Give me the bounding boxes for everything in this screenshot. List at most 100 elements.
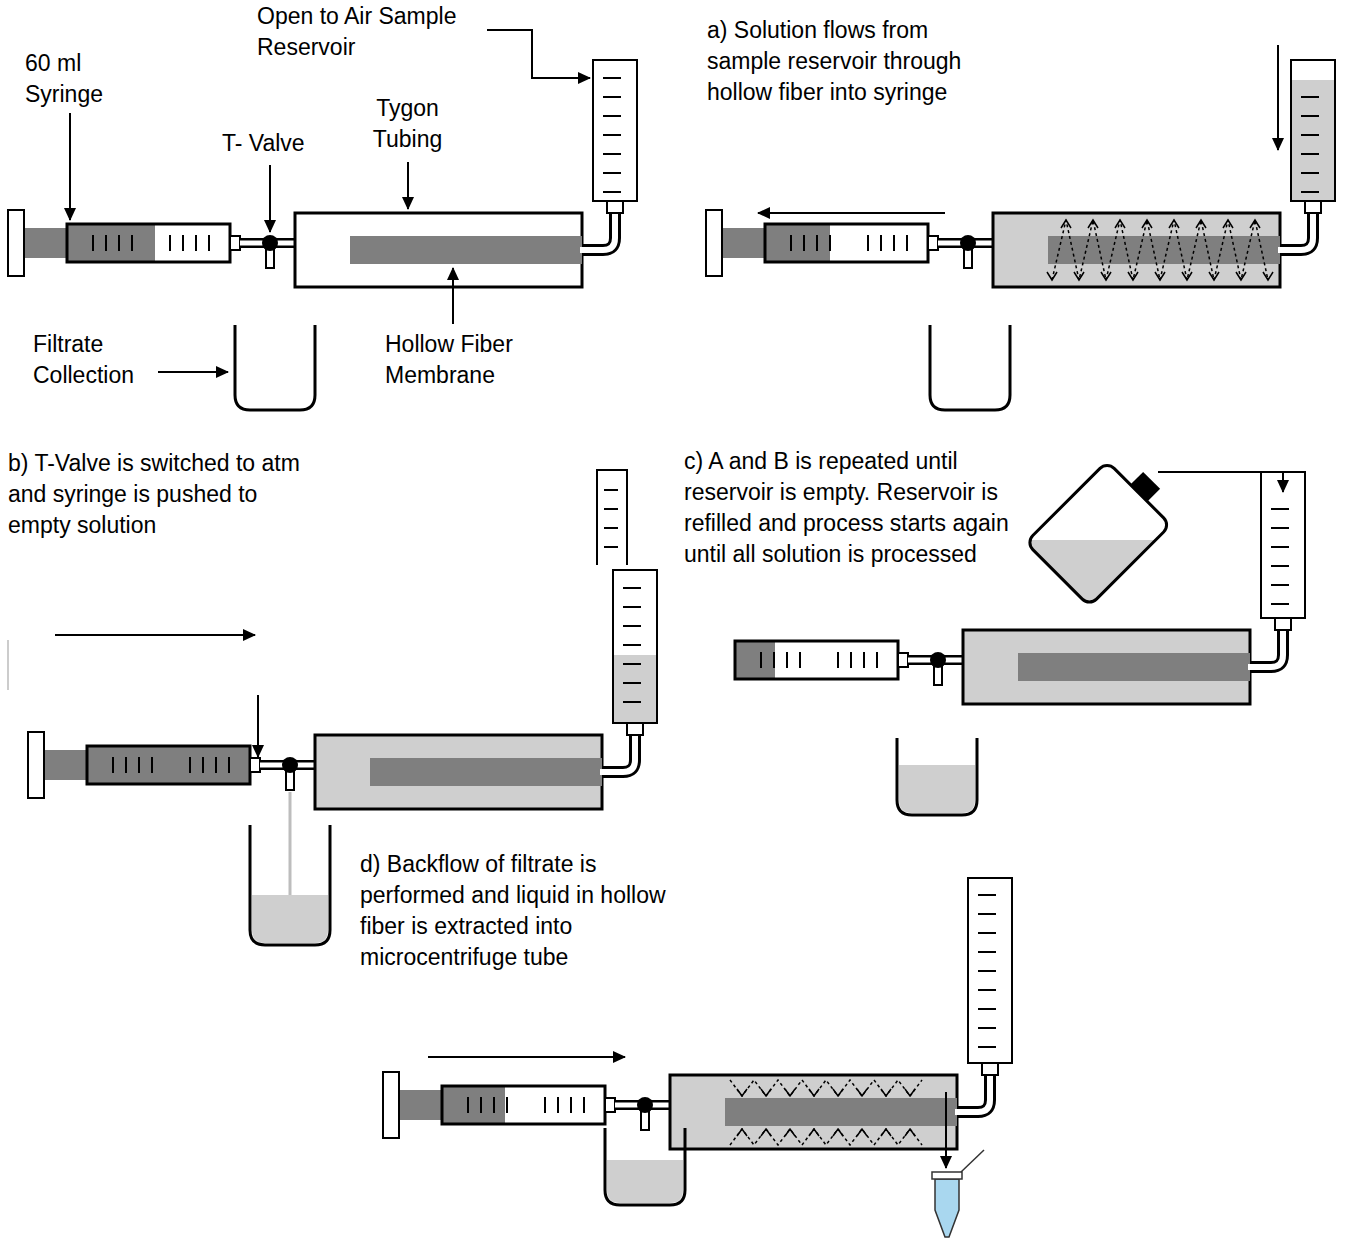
- sample-reservoir: [1292, 80, 1334, 200]
- backflow-arrows: [730, 1080, 922, 1096]
- refill-bottle: [1020, 540, 1190, 620]
- filtrate-beaker: [605, 1128, 685, 1205]
- sample-reservoir: [603, 78, 621, 192]
- filtrate-beaker: [607, 1160, 683, 1203]
- leader-arrow: [70, 30, 590, 372]
- flow-arrows: [1061, 220, 1260, 228]
- sample-reservoir: [978, 895, 996, 1047]
- syringe-assembly: [735, 641, 963, 685]
- sample-reservoir: [968, 878, 1012, 1063]
- callout-label: Open to Air Sample Reservoir: [257, 1, 472, 63]
- callout-label: 60 ml Syringe: [25, 48, 125, 110]
- syringe-assembly: [963, 618, 1291, 704]
- microcentrifuge-tube: [935, 1179, 959, 1237]
- flow-arrow: [428, 1056, 625, 1058]
- syringe-assembly: [87, 746, 315, 790]
- callout-label: Hollow Fiber Membrane: [385, 329, 555, 391]
- filtrate-beaker: [605, 1128, 685, 1205]
- flow-arrow: [55, 635, 258, 757]
- flow-arrow: [1277, 45, 1279, 150]
- syringe-assembly: [765, 224, 830, 262]
- syringe-assembly: [993, 201, 1321, 287]
- edge-mark: [8, 640, 9, 690]
- flow-arrow: [428, 1057, 946, 1168]
- callout-label: T- Valve: [222, 128, 305, 159]
- sample-reservoir: [1291, 60, 1335, 201]
- leader-arrow: [69, 113, 71, 220]
- leader-arrow: [487, 30, 590, 78]
- leader-arrow: [158, 371, 228, 373]
- step-caption: a) Solution flows from sample reservoir …: [707, 15, 999, 108]
- syringe-assembly: [706, 210, 765, 276]
- syringe-assembly: [28, 723, 643, 809]
- syringe-assembly: [383, 1063, 998, 1149]
- sample-reservoir: [1271, 509, 1289, 604]
- flow-arrows: [1047, 272, 1273, 280]
- filtrate-beaker: [252, 895, 328, 943]
- flow-arrows: [1047, 220, 1273, 280]
- microcentrifuge-tube: [961, 1150, 984, 1172]
- step-caption: d) Backflow of filtrate is performed and…: [360, 849, 700, 973]
- flow-arrow: [945, 1092, 947, 1168]
- flow-arrow: [55, 634, 255, 636]
- syringe-assembly: [735, 618, 1291, 704]
- syringe-assembly: [765, 224, 993, 268]
- syringe-assembly: [67, 224, 155, 262]
- callout-label: Tygon Tubing: [355, 93, 460, 155]
- syringe-assembly: [87, 746, 250, 784]
- flow-arrow: [257, 695, 259, 757]
- microcentrifuge-tube: [932, 1172, 962, 1179]
- leader-arrow: [407, 162, 409, 209]
- sample-reservoir: [604, 490, 618, 547]
- syringe-assembly: [295, 201, 623, 287]
- step-caption: c) A and B is repeated until reservoir i…: [684, 446, 1019, 570]
- leader-arrow: [269, 165, 271, 232]
- syringe-assembly: [67, 224, 295, 268]
- sample-reservoir: [613, 570, 657, 723]
- leader-arrow: [452, 268, 454, 324]
- filtrate-beaker: [897, 738, 977, 815]
- sample-reservoir: [1261, 472, 1305, 618]
- filtrate-stream: [289, 792, 292, 900]
- filtrate-beaker: [250, 825, 330, 945]
- syringe-assembly: [383, 1072, 442, 1138]
- microcentrifuge-tube: [932, 1150, 984, 1237]
- sample-reservoir: [593, 60, 637, 201]
- filtrate-beaker: [235, 325, 315, 410]
- backflow-arrows: [730, 1129, 922, 1145]
- sample-reservoir: [597, 470, 657, 723]
- flow-arrows: [1052, 220, 1268, 280]
- syringe-assembly: [442, 1086, 505, 1124]
- step-caption: b) T-Valve is switched to atm and syring…: [8, 448, 303, 541]
- syringe-assembly: [442, 1086, 670, 1130]
- sample-reservoir: [597, 470, 627, 565]
- sample-reservoir: [1301, 97, 1319, 192]
- filtrate-beaker: [897, 738, 977, 815]
- syringe-assembly: [8, 210, 67, 276]
- filtrate-beaker: [250, 825, 330, 945]
- syringe-assembly: [670, 1063, 998, 1149]
- syringe-assembly: [8, 201, 623, 287]
- sample-reservoir: [968, 878, 1012, 1063]
- syringe-assembly: [315, 723, 643, 809]
- backflow-arrows: [730, 1080, 922, 1145]
- sample-reservoir: [623, 588, 641, 702]
- sample-reservoir: [1261, 472, 1305, 618]
- syringe-assembly: [735, 641, 775, 679]
- backflow-arrows: [737, 1129, 915, 1136]
- syringe-assembly: [706, 201, 1321, 287]
- filtrate-beaker: [930, 325, 1010, 410]
- refill-bottle: [1130, 472, 1160, 502]
- backflow-arrows: [737, 1089, 915, 1096]
- refill-bottle: [1026, 461, 1171, 606]
- filtrate-beaker: [899, 765, 975, 813]
- sample-reservoir: [1291, 60, 1335, 201]
- flow-arrow: [758, 212, 945, 214]
- syringe-assembly: [28, 732, 87, 798]
- flow-arrow: [1158, 472, 1283, 492]
- callout-label: Filtrate Collection: [33, 329, 163, 391]
- sample-reservoir: [614, 655, 656, 722]
- refill-bottle: [1020, 449, 1190, 620]
